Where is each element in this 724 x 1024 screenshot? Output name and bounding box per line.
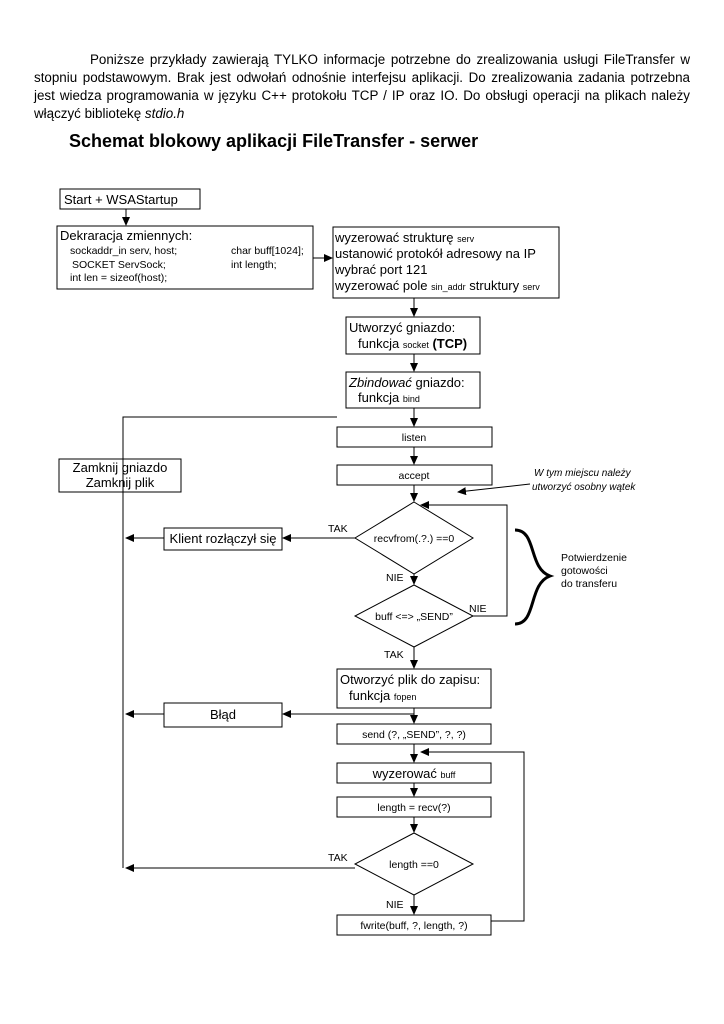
stdio-library: stdio.h: [144, 106, 185, 121]
length-label: length ==0: [389, 859, 439, 871]
socket-line: Utworzyć gniazdo:: [349, 320, 455, 335]
open-file-line: Otworzyć plik do zapisu:: [340, 672, 480, 687]
confirm-note: gotowości: [561, 565, 608, 577]
svg-text:wyzerować strukturę serv: wyzerować strukturę serv: [334, 230, 475, 245]
svg-text:funkcja bind: funkcja bind: [358, 390, 420, 405]
accept-label: accept: [399, 470, 430, 482]
no-label: NIE: [386, 572, 404, 584]
serv-setup-line: ustanowić protokół adresowy na IP: [335, 246, 536, 261]
recv-label: length = recv(?): [377, 802, 450, 814]
declaration-line: sockaddr_in serv, host;: [70, 245, 177, 257]
start-label: Start + WSAStartup: [64, 192, 178, 207]
close-line: Zamknij plik: [86, 475, 155, 490]
svg-text:funkcja socket (TCP): funkcja socket (TCP): [358, 336, 467, 351]
svg-text:wyzerować buff: wyzerować buff: [372, 766, 456, 781]
declaration-line: int len = sizeof(host);: [70, 272, 167, 284]
client-disconnected-label: Klient rozłączył się: [170, 531, 277, 546]
listen-label: listen: [402, 432, 427, 444]
confirm-note: do transferu: [561, 578, 617, 590]
intro-paragraph: Poniższe przykłady zawierają TYLKO infor…: [34, 52, 690, 121]
close-box: [58, 458, 182, 493]
bind-box: [345, 371, 481, 409]
declaration-line: int length;: [231, 259, 277, 271]
error-label: Błąd: [210, 707, 236, 722]
start-box: [59, 188, 201, 210]
svg-text:wyzerować pole sin_addr strukt: wyzerować pole sin_addr struktury serv: [334, 278, 540, 293]
recvfrom-label: recvfrom(.?.) ==0: [374, 533, 455, 545]
declaration-line: char buff[1024];: [231, 245, 304, 257]
thread-note: W tym miejscu należy: [534, 468, 632, 479]
declaration-line: SOCKET ServSock;: [72, 259, 166, 271]
svg-text:funkcja fopen: funkcja fopen: [349, 688, 416, 703]
send-label: send (?, „SEND”, ?, ?): [362, 729, 466, 741]
svg-text:Zbindować gniazdo:: Zbindować gniazdo:: [348, 375, 465, 390]
buffcmp-label: buff <=> „SEND”: [375, 611, 453, 623]
socket-box: [345, 316, 481, 355]
confirm-note: Potwierdzenie: [561, 552, 627, 564]
thread-note: utworzyć osobny wątek: [532, 482, 636, 493]
fwrite-label: fwrite(buff, ?, length, ?): [360, 920, 467, 932]
no-label: NIE: [469, 603, 487, 615]
no-label: NIE: [386, 899, 404, 911]
serv-setup-box: [332, 226, 560, 299]
fwrite-box: [336, 914, 492, 936]
yes-label: TAK: [328, 852, 348, 864]
yes-label: TAK: [384, 649, 404, 661]
serv-setup-line: wybrać port 121: [334, 262, 428, 277]
yes-label: TAK: [328, 523, 348, 535]
close-line: Zamknij gniazdo: [73, 460, 168, 475]
page-title: Schemat blokowy aplikacji FileTransfer -…: [69, 131, 479, 151]
confirm-brace: [514, 528, 555, 626]
declaration-title: Dekraracja zmiennych:: [60, 228, 192, 243]
